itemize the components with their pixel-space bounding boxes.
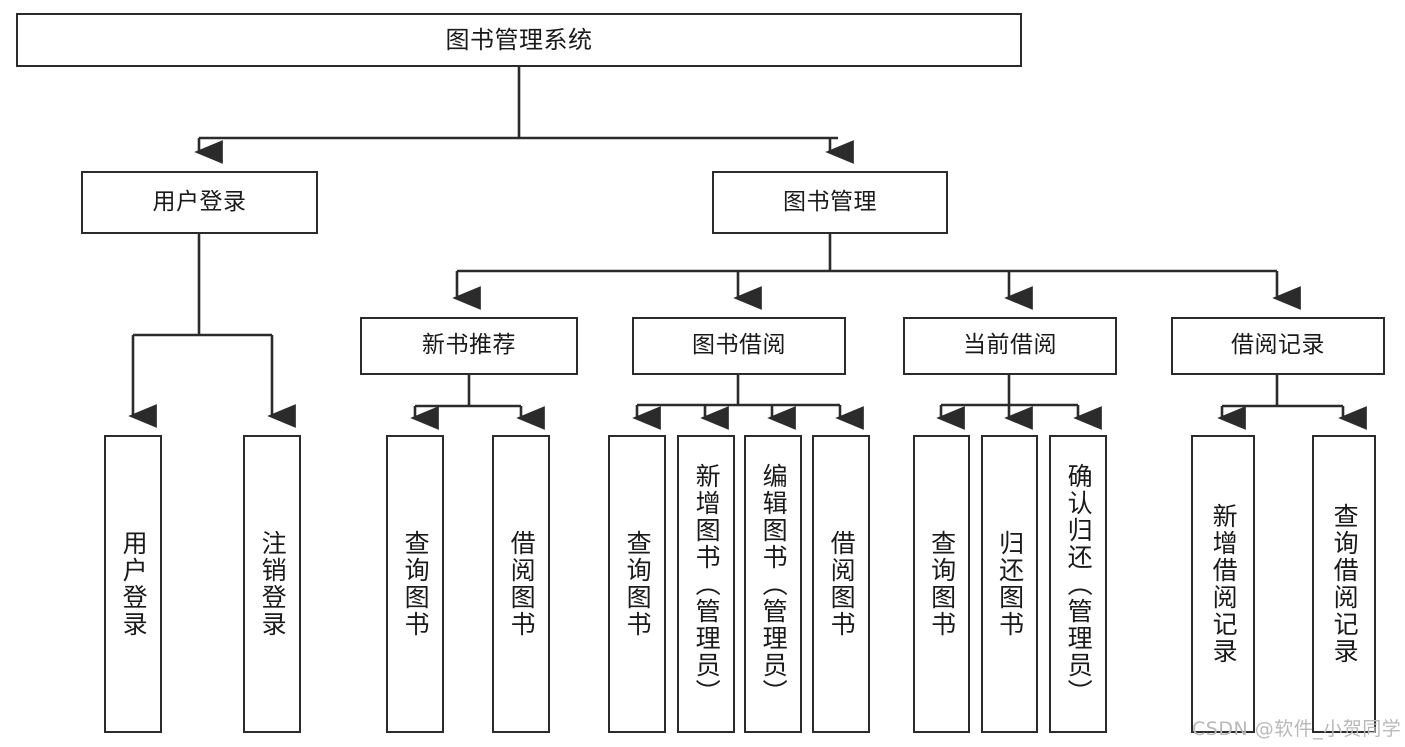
- node-leaf-add-borrow-record[interactable]: 新增借阅记录: [1191, 435, 1255, 733]
- node-label: 当前借阅: [963, 332, 1057, 359]
- node-leaf-borrow-book[interactable]: 借阅图书: [812, 435, 870, 733]
- node-leaf-user-login[interactable]: 用户登录: [104, 435, 162, 733]
- node-label: 确认归还（管理员）: [1064, 462, 1094, 706]
- node-label: 图书管理系统: [445, 25, 593, 54]
- node-label: 查询图书: [401, 530, 431, 638]
- node-book-management[interactable]: 图书管理: [712, 171, 948, 234]
- node-label: 新书推荐: [422, 332, 516, 359]
- watermark: CSDN @软件_小贺同学: [1192, 718, 1402, 740]
- node-leaf-query-book-current[interactable]: 查询图书: [913, 435, 970, 733]
- node-label: 新增借阅记录: [1209, 503, 1239, 665]
- node-label: 注销登录: [258, 530, 288, 638]
- node-label: 借阅图书: [507, 530, 537, 638]
- node-label: 借阅图书: [827, 530, 857, 638]
- node-current-borrow[interactable]: 当前借阅: [903, 317, 1117, 375]
- node-label: 新增图书（管理员）: [692, 462, 722, 706]
- node-leaf-add-book[interactable]: 新增图书（管理员）: [677, 435, 735, 733]
- node-label: 用户登录: [119, 530, 149, 638]
- node-label: 借阅记录: [1231, 332, 1325, 359]
- node-leaf-query-book-recommend[interactable]: 查询图书: [386, 435, 444, 733]
- node-leaf-return-book[interactable]: 归还图书: [981, 435, 1038, 733]
- node-label: 查询图书: [623, 530, 653, 638]
- node-label: 查询借阅记录: [1330, 503, 1360, 665]
- node-leaf-query-book-borrow[interactable]: 查询图书: [608, 435, 666, 733]
- node-leaf-borrow-book-recommend[interactable]: 借阅图书: [492, 435, 550, 733]
- node-new-book-recommend[interactable]: 新书推荐: [360, 317, 578, 375]
- node-leaf-edit-book[interactable]: 编辑图书（管理员）: [744, 435, 802, 733]
- node-label: 查询图书: [927, 530, 957, 638]
- node-leaf-query-borrow-record[interactable]: 查询借阅记录: [1312, 435, 1376, 733]
- node-label: 归还图书: [995, 530, 1025, 638]
- node-leaf-logout[interactable]: 注销登录: [243, 435, 301, 733]
- node-book-borrow[interactable]: 图书借阅: [632, 317, 846, 375]
- node-label: 图书管理: [783, 188, 877, 215]
- node-leaf-confirm-return[interactable]: 确认归还（管理员）: [1049, 435, 1107, 733]
- node-label: 图书借阅: [692, 332, 786, 359]
- node-root-book-management-system[interactable]: 图书管理系统: [16, 13, 1022, 67]
- node-user-login[interactable]: 用户登录: [81, 171, 318, 234]
- node-borrow-record[interactable]: 借阅记录: [1171, 317, 1385, 375]
- node-label: 用户登录: [152, 188, 247, 215]
- node-label: 编辑图书（管理员）: [759, 462, 789, 706]
